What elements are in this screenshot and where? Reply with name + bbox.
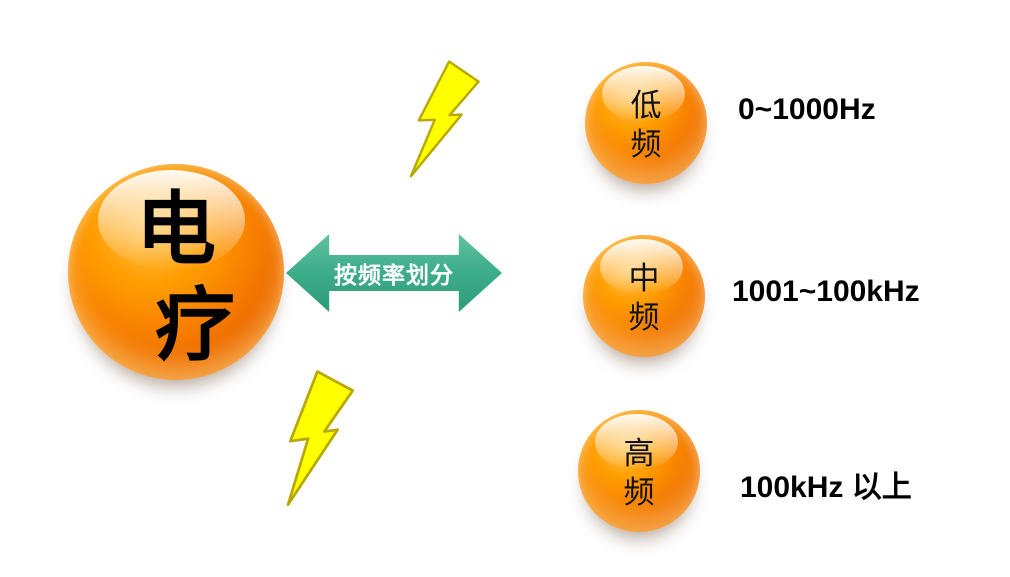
low-frequency-label: 低 频 (585, 64, 707, 186)
medium-frequency-ball: 中 频 (583, 235, 705, 357)
low-frequency-line2: 频 (630, 127, 662, 162)
main-topic-ball: 电 疗 (68, 164, 284, 380)
medium-frequency-line2: 频 (628, 300, 660, 335)
medium-frequency-label: 中 频 (583, 237, 705, 359)
high-frequency-ball: 高 频 (578, 410, 700, 532)
main-topic-line1: 电 (136, 185, 216, 274)
double-arrow: 按频率划分 (286, 234, 502, 312)
low-frequency-line1: 低 (630, 88, 662, 123)
high-frequency-line2: 频 (623, 475, 655, 510)
main-topic-label: 电 疗 (68, 170, 284, 386)
high-frequency-range: 100kHz 以上 (740, 471, 912, 504)
medium-frequency-range: 1001~100kHz (732, 275, 920, 308)
main-topic-line2: 疗 (155, 281, 235, 370)
arrow-label: 按频率划分 (334, 262, 454, 288)
low-frequency-ball: 低 频 (585, 62, 707, 184)
low-frequency-range: 0~1000Hz (738, 93, 876, 126)
lightning-bolt-icon (409, 60, 480, 178)
medium-frequency-line1: 中 (628, 261, 660, 296)
high-frequency-line1: 高 (623, 436, 655, 471)
high-frequency-label: 高 频 (578, 412, 700, 534)
lightning-bolt-icon (286, 370, 355, 507)
